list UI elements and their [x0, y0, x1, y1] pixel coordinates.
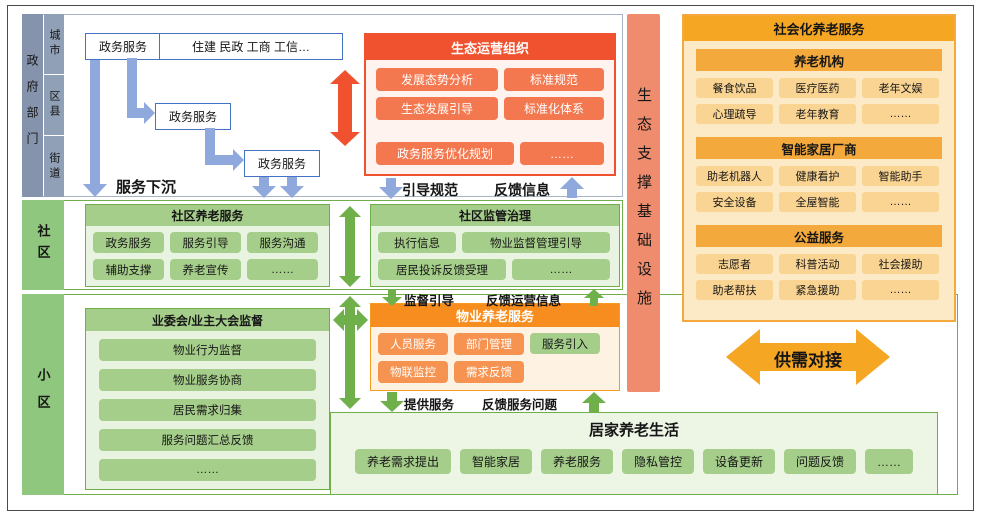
gov-service-box-city: 政务服务	[85, 33, 161, 60]
social-group-title: 公益服务	[696, 225, 942, 247]
rail-residential-label: 小区	[35, 367, 51, 422]
social-item: 紧急援助	[779, 280, 856, 300]
home-item: 设备更新	[703, 449, 776, 474]
social-item: 助老帮扶	[696, 280, 773, 300]
regulation-item: ……	[512, 259, 610, 280]
feedback-info-label: 反馈信息	[494, 182, 550, 198]
eco-item: 标准规范	[504, 68, 604, 91]
home-item: 问题反馈	[784, 449, 857, 474]
social-item: ……	[862, 280, 939, 300]
eco-item: 标准化体系	[504, 97, 604, 120]
social-item: 社会援助	[862, 254, 939, 274]
social-item: 健康看护	[779, 166, 856, 186]
outer-frame	[7, 5, 974, 511]
social-services-title: 社会化养老服务	[684, 16, 954, 41]
care-item: ……	[247, 259, 318, 280]
rail-government: 政府部门	[22, 14, 43, 197]
regulation-item: 物业监督管理引导	[462, 232, 610, 253]
eco-item: ……	[520, 142, 604, 165]
rail-residential: 小区	[22, 294, 64, 495]
home-life-panel: 居家养老生活 养老需求提出 智能家居 养老服务 隐私管控 设备更新 问题反馈 ……	[330, 412, 938, 495]
gov-service-box-district: 政务服务	[155, 103, 231, 130]
community-care-panel: 社区养老服务 政务服务 服务引导 服务沟通 辅助支撑 养老宣传 ……	[85, 204, 330, 287]
home-life-title: 居家养老生活	[588, 422, 679, 439]
care-item: 养老宣传	[170, 259, 241, 280]
social-group-title: 智能家居厂商	[696, 137, 942, 159]
rail-level-city-label: 城市	[48, 29, 60, 59]
rail-community: 社区	[22, 200, 64, 290]
social-item: 助老机器人	[696, 166, 773, 186]
owners-item: 物业行为监督	[99, 339, 316, 361]
social-group-smart-home: 智能家居厂商 助老机器人 健康看护 智能助手 安全设备 全屋智能 ……	[684, 137, 954, 212]
home-item: 养老需求提出	[354, 449, 451, 474]
property-item: 人员服务	[378, 333, 448, 355]
care-item: 辅助支撑	[93, 259, 164, 280]
eco-item: 发展态势分析	[376, 68, 498, 91]
property-service-panel: 物业养老服务 人员服务 部门管理 服务引入 物联监控 需求反馈	[370, 303, 620, 391]
social-item: 志愿者	[696, 254, 773, 274]
rail-level-street: 街道	[44, 136, 64, 197]
rail-government-label: 政府部门	[25, 53, 39, 158]
rail-community-label: 社区	[35, 224, 51, 266]
social-item: 心理疏导	[696, 104, 773, 124]
regulation-item: 居民投诉反馈受理	[378, 259, 506, 280]
service-sink-label: 服务下沉	[116, 179, 177, 196]
home-item: ……	[865, 449, 914, 474]
owners-committee-title: 业委会/业主大会监督	[86, 309, 329, 331]
home-item: 隐私管控	[622, 449, 695, 474]
social-item: ……	[862, 104, 939, 124]
eco-infrastructure-label: 生态支撑基础设施	[635, 87, 652, 319]
gov-departments-box: 住建 民政 工商 工信…	[159, 33, 343, 60]
community-regulation-title: 社区监管治理	[371, 205, 619, 226]
rail-level-district: 区县	[44, 75, 64, 136]
social-group-institutions: 养老机构 餐食饮品 医疗医药 老年文娱 心理疏导 老年教育 ……	[684, 49, 954, 124]
social-item: 智能助手	[862, 166, 939, 186]
eco-operation-panel: 生态运营组织 发展态势分析 标准规范 生态发展引导 标准化体系 政务服务优化规划…	[364, 33, 616, 176]
care-item: 服务引导	[170, 232, 241, 253]
guide-norm-label: 引导规范	[402, 182, 458, 198]
owners-item: 居民需求归集	[99, 399, 316, 421]
supervise-guide-label: 监督引导	[404, 294, 455, 308]
social-item: 老年文娱	[862, 78, 939, 98]
social-group-public-welfare: 公益服务 志愿者 科普活动 社会援助 助老帮扶 紧急援助 ……	[684, 225, 954, 300]
provide-service-label: 提供服务	[404, 398, 455, 412]
owners-item: ……	[99, 459, 316, 481]
social-item: 全屋智能	[779, 192, 856, 212]
regulation-item: 执行信息	[378, 232, 456, 253]
supply-demand-label: 供需对接	[774, 351, 842, 370]
social-item: 医疗医药	[779, 78, 856, 98]
owners-item: 服务问题汇总反馈	[99, 429, 316, 451]
property-item: 物联监控	[378, 361, 448, 383]
social-group-title: 养老机构	[696, 49, 942, 71]
community-regulation-panel: 社区监管治理 执行信息 物业监督管理引导 居民投诉反馈受理 ……	[370, 204, 620, 287]
social-item: 安全设备	[696, 192, 773, 212]
home-item: 养老服务	[540, 449, 613, 474]
owners-committee-panel: 业委会/业主大会监督 物业行为监督 物业服务协商 居民需求归集 服务问题汇总反馈…	[85, 308, 330, 490]
owners-item: 物业服务协商	[99, 369, 316, 391]
property-item-imported-service: 服务引入	[530, 333, 600, 354]
social-item: 老年教育	[779, 104, 856, 124]
eco-item: 生态发展引导	[376, 97, 498, 120]
community-care-title: 社区养老服务	[86, 205, 329, 226]
care-item: 服务沟通	[247, 232, 318, 253]
care-item: 政务服务	[93, 232, 164, 253]
rail-level-street-label: 街道	[48, 151, 60, 182]
rail-level-district-label: 区县	[48, 90, 60, 120]
eco-infrastructure-bar: 生态支撑基础设施	[627, 14, 660, 392]
feedback-operation-label: 反馈运营信息	[486, 294, 562, 308]
property-service-title: 物业养老服务	[371, 304, 619, 327]
gov-service-box-street: 政务服务	[244, 150, 320, 177]
property-item: 需求反馈	[454, 361, 524, 383]
home-item: 智能家居	[459, 449, 532, 474]
eco-operation-title: 生态运营组织	[366, 35, 614, 60]
social-services-panel: 社会化养老服务 养老机构 餐食饮品 医疗医药 老年文娱 心理疏导 老年教育 ………	[682, 14, 956, 322]
feedback-issue-label: 反馈服务问题	[482, 398, 558, 412]
rail-level-city: 城市	[44, 14, 64, 75]
social-item: 餐食饮品	[696, 78, 773, 98]
eco-item: 政务服务优化规划	[376, 142, 514, 165]
social-item: 科普活动	[779, 254, 856, 274]
social-item: ……	[862, 192, 939, 212]
property-item: 部门管理	[454, 333, 524, 355]
